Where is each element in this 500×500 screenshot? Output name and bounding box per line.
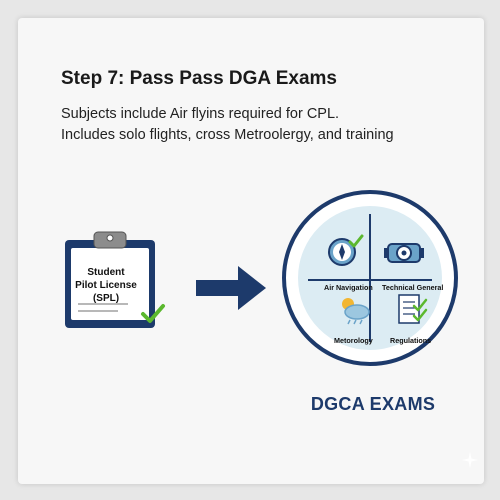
description-line-1: Subjects include Air flyins required for…: [61, 106, 340, 122]
license-line-pilot: Pilot License: [75, 280, 137, 291]
dgca-exam-subjects-circle: Air Navigation Technical General Metorol…: [280, 188, 460, 368]
engine-icon: [384, 243, 424, 263]
right-arrow-icon: [196, 266, 266, 310]
weather-cloud-icon: [342, 298, 370, 325]
subject-metorology: Metorology: [334, 336, 373, 345]
dgca-exams-caption: DGCA EXAMS: [310, 394, 436, 414]
step-card: Step 7: Pass Pass DGA Exams Subjects inc…: [18, 18, 484, 484]
license-line-spl: (SPL): [92, 293, 120, 304]
description-line-2: Includes solo flights, cross Metroolergy…: [61, 127, 394, 143]
compass-icon: [328, 234, 364, 266]
subject-air-navigation: Air Navigation: [324, 283, 373, 292]
license-text: Student Pilot License (SPL): [64, 266, 148, 305]
subject-technical-general: Technical General: [382, 283, 444, 292]
student-pilot-license-clipboard: Student Pilot License (SPL): [56, 226, 166, 334]
license-line-student: Student: [87, 267, 125, 278]
step-description: Subjects include Air flyins required for…: [61, 104, 471, 146]
step-title: Step 7: Pass Pass DGA Exams: [61, 68, 337, 89]
subject-regulations: Regulations: [390, 336, 432, 345]
clipboard-icon: [65, 231, 155, 328]
document-checklist-icon: [398, 294, 428, 324]
checkmark-icon: [141, 304, 165, 323]
sparkle-icon: [462, 452, 478, 468]
